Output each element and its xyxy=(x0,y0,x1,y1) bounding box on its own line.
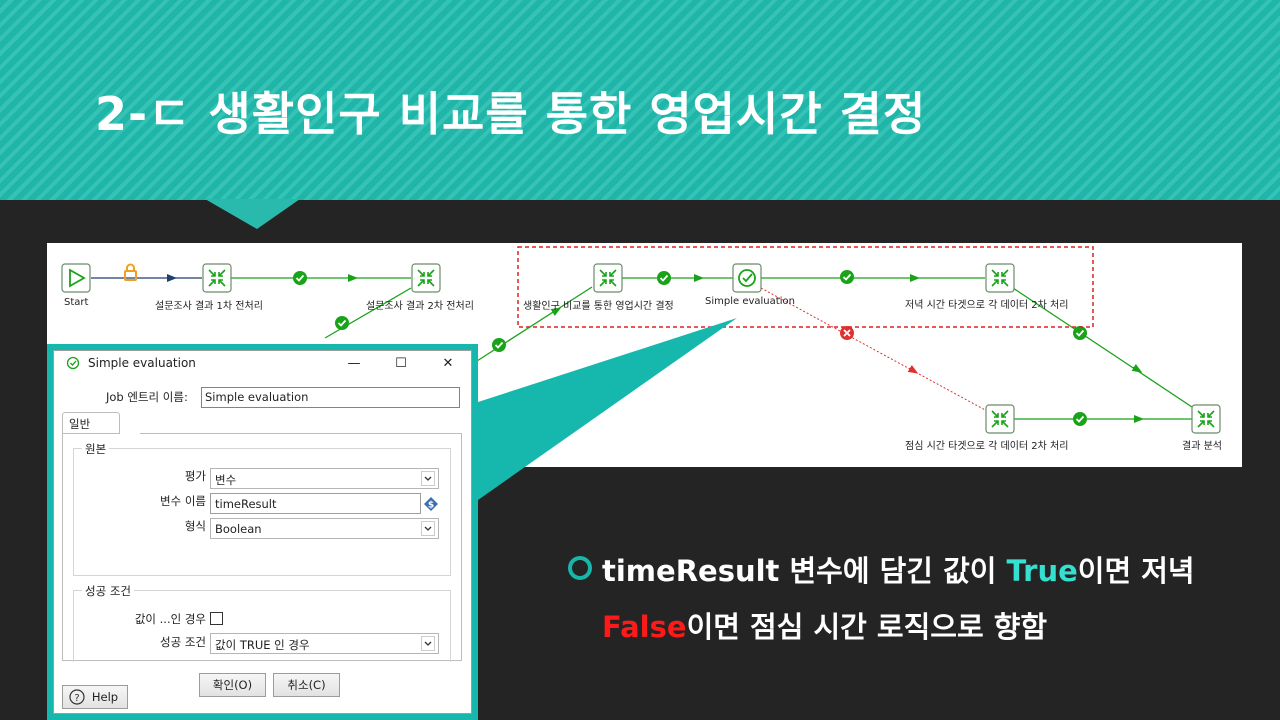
dialog-title: Simple evaluation xyxy=(88,356,196,370)
node-label-start: Start xyxy=(64,297,89,308)
header-banner xyxy=(0,0,1280,200)
description-line-1-pre: timeResult 변수에 담긴 값이 xyxy=(602,554,1007,588)
hop-dinner-analysis[interactable] xyxy=(1012,287,1196,410)
slide-title: 2-ㄷ 생활인구 비교를 통한 영업시간 결정 xyxy=(95,87,927,141)
bullet-circle-icon xyxy=(568,556,592,580)
success-condition-group: 성공 조건 값이 ...인 경우 성공 조건 값이 TRUE 인 경우 xyxy=(73,583,451,662)
help-label: Help xyxy=(91,690,119,704)
node-start-icon[interactable] xyxy=(61,263,91,293)
variable-name-input[interactable]: timeResult xyxy=(210,493,421,514)
success-icon xyxy=(1073,326,1087,340)
type-select[interactable]: Boolean xyxy=(210,518,439,539)
node-label-analysis: 결과 분석 xyxy=(1182,441,1222,452)
job-entry-name-input[interactable]: Simple evaluation xyxy=(201,387,460,408)
node-label-dinner: 저녁 시간 타겟으로 각 데이터 2차 처리 xyxy=(905,300,1069,311)
dialog-titlebar[interactable]: Simple evaluation — ☐ ✕ xyxy=(54,351,471,377)
hop-lunch-analysis[interactable] xyxy=(1013,412,1192,426)
highlight-box xyxy=(517,246,1094,328)
hop-simple-dinner[interactable] xyxy=(761,270,985,284)
hop-start-survey1[interactable] xyxy=(91,263,202,282)
tab-panel-general: 원본 평가 변수 변수 이름 timeResult $ 형식 Boolean xyxy=(62,433,462,662)
description-true-word: True xyxy=(1006,554,1078,588)
help-button[interactable]: ? Help xyxy=(62,685,128,709)
success-icon xyxy=(1073,412,1087,426)
value-case-checkbox[interactable] xyxy=(210,612,223,625)
success-condition-label: 성공 조건 xyxy=(160,635,206,649)
svg-text:$: $ xyxy=(428,501,434,511)
node-label-lunch: 점심 시간 타겟으로 각 데이터 2차 처리 xyxy=(905,441,1069,452)
ok-button[interactable]: 확인(O) xyxy=(199,673,266,697)
success-icon xyxy=(335,316,349,330)
type-value: Boolean xyxy=(215,522,262,536)
node-dinner-icon[interactable] xyxy=(985,263,1015,293)
success-icon xyxy=(492,338,506,352)
success-icon xyxy=(840,270,854,284)
node-decide-icon[interactable] xyxy=(593,263,623,293)
node-label-simple: Simple evaluation xyxy=(705,296,795,307)
chevron-down-icon xyxy=(421,521,435,536)
source-group-title: 원본 xyxy=(82,441,110,457)
type-label: 형식 xyxy=(184,519,206,533)
evaluate-value: 변수 xyxy=(215,473,237,487)
cancel-button[interactable]: 취소(C) xyxy=(273,673,340,697)
description-line-1-post: 이면 저녁 xyxy=(1077,554,1195,588)
help-icon: ? xyxy=(69,689,85,705)
lock-icon xyxy=(124,270,137,281)
success-icon xyxy=(657,271,671,285)
maximize-button[interactable]: ☐ xyxy=(395,356,407,371)
success-condition-value: 값이 TRUE 인 경우 xyxy=(215,638,310,652)
check-circle-icon xyxy=(66,356,80,370)
success-icon xyxy=(293,271,307,285)
node-survey1-icon[interactable] xyxy=(202,263,232,293)
job-entry-name-label: Job 엔트리 이름: xyxy=(106,390,188,404)
minimize-button[interactable]: — xyxy=(347,356,361,371)
source-group: 원본 평가 변수 변수 이름 timeResult $ 형식 Boolean xyxy=(73,441,451,576)
hop-decide-simple[interactable] xyxy=(622,271,733,285)
success-group-title: 성공 조건 xyxy=(82,583,134,599)
node-label-decide: 생활인구 비교를 통한 영업시간 결정 xyxy=(523,301,674,312)
close-button[interactable]: ✕ xyxy=(442,356,454,371)
node-analysis-icon[interactable] xyxy=(1191,404,1221,434)
description-line-2: False이면 점심 시간 로직으로 향함 xyxy=(602,604,1047,646)
node-label-survey1: 설문조사 결과 1차 전처리 xyxy=(155,301,263,312)
variable-name-label: 변수 이름 xyxy=(160,494,206,508)
svg-text:?: ? xyxy=(74,693,79,704)
simple-evaluation-dialog: Simple evaluation — ☐ ✕ Job 엔트리 이름: Simp… xyxy=(47,344,478,720)
description-line-2-post: 이면 점심 시간 로직으로 향함 xyxy=(686,610,1048,644)
node-survey2-icon[interactable] xyxy=(411,263,441,293)
node-simple-eval-icon[interactable] xyxy=(732,263,762,293)
description-line-1: timeResult 변수에 담긴 값이 True이면 저녁 xyxy=(602,548,1195,590)
success-condition-select[interactable]: 값이 TRUE 인 경우 xyxy=(210,633,439,654)
description-false-word: False xyxy=(602,610,687,644)
tab-general[interactable]: 일반 xyxy=(62,412,120,434)
node-label-survey2: 설문조사 결과 2차 전처리 xyxy=(366,301,474,312)
variable-icon[interactable]: $ xyxy=(424,497,438,511)
evaluate-select[interactable]: 변수 xyxy=(210,468,439,489)
chevron-down-icon xyxy=(421,636,435,651)
hop-survey1-survey2[interactable] xyxy=(231,271,411,285)
hop-simple-lunch[interactable] xyxy=(760,287,988,412)
value-case-label: 값이 ...인 경우 xyxy=(134,612,206,626)
evaluate-label: 평가 xyxy=(184,469,206,483)
chevron-down-icon xyxy=(421,471,435,486)
node-lunch-icon[interactable] xyxy=(985,404,1015,434)
